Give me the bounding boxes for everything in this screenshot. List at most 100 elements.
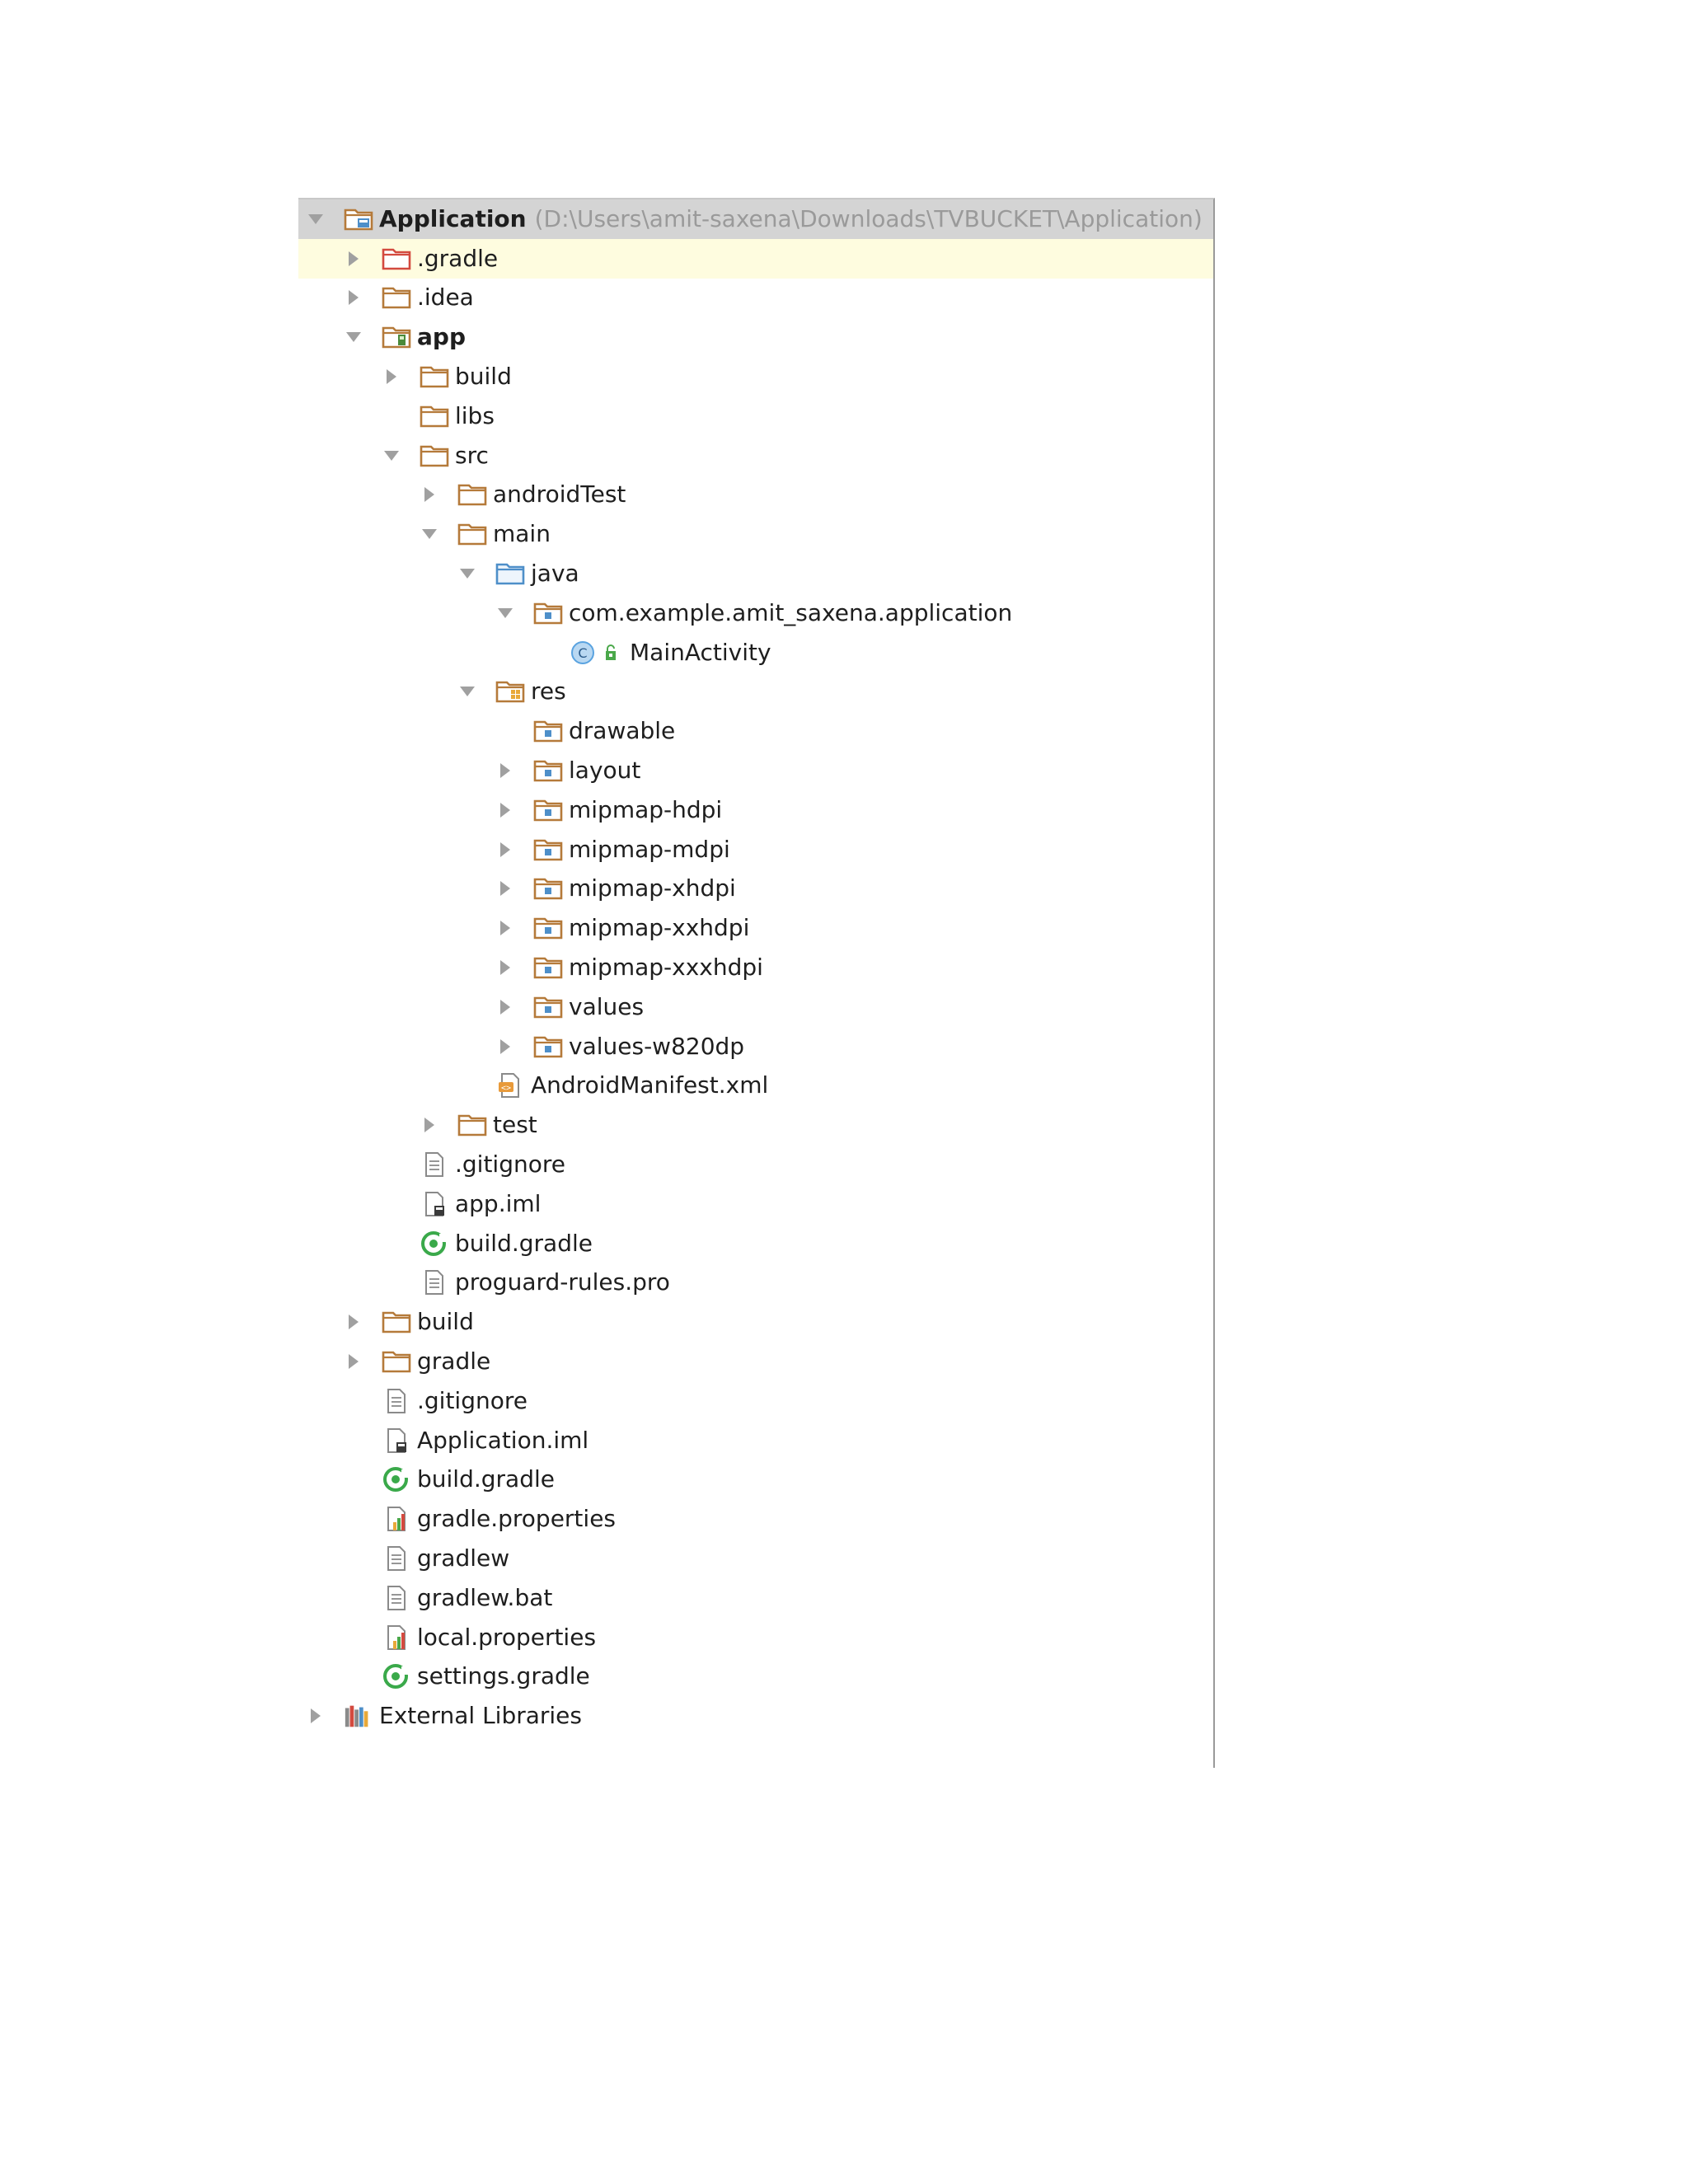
collapse-arrow-icon[interactable] xyxy=(419,1114,440,1136)
tree-node[interactable]: External Libraries xyxy=(298,1696,1213,1736)
collapse-arrow-icon[interactable] xyxy=(343,1311,364,1333)
folder-icon xyxy=(419,442,450,470)
tree-node-label: mipmap-hdpi xyxy=(569,795,723,823)
tree-node-label: build xyxy=(455,363,512,391)
tree-node[interactable]: com.example.amit_saxena.application xyxy=(298,593,1213,633)
tree-node[interactable]: Application(D:\Users\amit-saxena\Downloa… xyxy=(298,199,1213,239)
tree-node[interactable]: src xyxy=(298,436,1213,476)
properties-file-icon xyxy=(381,1624,412,1652)
package-icon xyxy=(532,717,564,745)
tree-node[interactable]: build xyxy=(298,357,1213,396)
arrow-spacer xyxy=(381,405,402,427)
folder-icon xyxy=(457,480,488,509)
tree-node[interactable]: libs xyxy=(298,396,1213,436)
tree-node[interactable]: main xyxy=(298,514,1213,554)
tree-node[interactable]: .idea xyxy=(298,279,1213,318)
tree-node-label: gradlew xyxy=(417,1544,510,1572)
tree-node[interactable]: app.iml xyxy=(298,1184,1213,1224)
collapse-arrow-icon[interactable] xyxy=(381,366,402,387)
expand-arrow-icon[interactable] xyxy=(457,681,478,702)
collapse-arrow-icon[interactable] xyxy=(495,917,516,939)
tree-node[interactable]: settings.gradle xyxy=(298,1657,1213,1696)
collapse-arrow-icon[interactable] xyxy=(343,287,364,308)
tree-node[interactable]: gradlew.bat xyxy=(298,1578,1213,1618)
tree-node[interactable]: mipmap-xxxhdpi xyxy=(298,948,1213,987)
tree-node-label: test xyxy=(493,1111,537,1139)
tree-node[interactable]: res xyxy=(298,673,1213,712)
tree-node[interactable]: gradle xyxy=(298,1342,1213,1381)
resource-folder-icon xyxy=(495,677,526,705)
tree-node-label: libs xyxy=(455,401,495,429)
package-icon xyxy=(532,796,564,824)
tree-node-label: AndroidManifest.xml xyxy=(531,1071,769,1099)
tree-node[interactable]: drawable xyxy=(298,711,1213,751)
project-tool-window: Application(D:\Users\amit-saxena\Downloa… xyxy=(298,198,1215,1768)
tree-node[interactable]: build xyxy=(298,1302,1213,1342)
tree-node-label: mipmap-xxhdpi xyxy=(569,914,750,942)
tree-node[interactable]: gradlew xyxy=(298,1539,1213,1578)
tree-node-label: build xyxy=(417,1308,474,1336)
tree-node[interactable]: mipmap-hdpi xyxy=(298,790,1213,830)
expand-arrow-icon[interactable] xyxy=(305,209,326,230)
tree-node[interactable]: .gitignore xyxy=(298,1381,1213,1421)
folder-icon xyxy=(419,363,450,391)
expand-arrow-icon[interactable] xyxy=(381,445,402,466)
tree-node-label: Application.iml xyxy=(417,1426,589,1454)
tree-node-label: External Libraries xyxy=(379,1702,582,1730)
tree-node[interactable]: mipmap-mdpi xyxy=(298,830,1213,869)
tree-node-label: androidTest xyxy=(493,480,626,509)
tree-node-label: com.example.amit_saxena.application xyxy=(569,598,1013,626)
tree-node[interactable]: app xyxy=(298,317,1213,357)
tree-node-label: .gitignore xyxy=(455,1151,565,1179)
package-icon xyxy=(532,954,564,982)
arrow-spacer xyxy=(381,1154,402,1175)
tree-node[interactable]: gradle.properties xyxy=(298,1499,1213,1539)
collapse-arrow-icon[interactable] xyxy=(495,878,516,899)
collapse-arrow-icon[interactable] xyxy=(495,1036,516,1057)
tree-node[interactable]: mipmap-xxhdpi xyxy=(298,908,1213,948)
tree-node[interactable]: values-w820dp xyxy=(298,1027,1213,1066)
tree-node-label: java xyxy=(531,560,579,588)
tree-node[interactable]: values xyxy=(298,987,1213,1027)
tree-node[interactable]: java xyxy=(298,554,1213,593)
collapse-arrow-icon[interactable] xyxy=(495,799,516,821)
tree-node[interactable]: .gitignore xyxy=(298,1145,1213,1184)
expand-arrow-icon[interactable] xyxy=(457,563,478,584)
tree-node[interactable]: proguard-rules.pro xyxy=(298,1263,1213,1303)
svg-text:C: C xyxy=(578,645,587,661)
tree-node[interactable]: androidTest xyxy=(298,476,1213,515)
expand-arrow-icon[interactable] xyxy=(495,602,516,624)
expand-arrow-icon[interactable] xyxy=(343,326,364,348)
package-icon xyxy=(532,993,564,1021)
expand-arrow-icon[interactable] xyxy=(419,523,440,545)
collapse-arrow-icon[interactable] xyxy=(495,839,516,860)
text-file-icon xyxy=(381,1544,412,1572)
tree-node[interactable]: layout xyxy=(298,751,1213,790)
tree-node[interactable]: mipmap-xhdpi xyxy=(298,869,1213,909)
tree-node[interactable]: build.gradle xyxy=(298,1460,1213,1500)
tree-node[interactable]: Application.iml xyxy=(298,1421,1213,1460)
tree-node-label: mipmap-xhdpi xyxy=(569,874,736,902)
tree-node[interactable]: .gradle xyxy=(298,238,1213,279)
tree-node-label: MainActivity xyxy=(630,638,771,666)
collapse-arrow-icon[interactable] xyxy=(305,1705,326,1727)
collapse-arrow-icon[interactable] xyxy=(343,248,364,269)
tree-node[interactable]: C MainActivity xyxy=(298,633,1213,673)
collapse-arrow-icon[interactable] xyxy=(419,484,440,505)
project-folder-icon xyxy=(343,205,374,233)
properties-file-icon xyxy=(381,1505,412,1533)
tree-node[interactable]: local.properties xyxy=(298,1618,1213,1657)
package-icon xyxy=(532,1033,564,1061)
source-folder-icon xyxy=(495,560,526,588)
folder-icon xyxy=(381,284,412,312)
tree-node[interactable]: <>AndroidManifest.xml xyxy=(298,1066,1213,1106)
tree-node[interactable]: test xyxy=(298,1105,1213,1145)
tree-node[interactable]: build.gradle xyxy=(298,1224,1213,1263)
collapse-arrow-icon[interactable] xyxy=(343,1351,364,1372)
tree-node-label: gradle.properties xyxy=(417,1505,617,1533)
collapse-arrow-icon[interactable] xyxy=(495,996,516,1018)
collapse-arrow-icon[interactable] xyxy=(495,760,516,781)
arrow-spacer xyxy=(343,1587,364,1609)
tree-node-label: app.iml xyxy=(455,1189,542,1217)
collapse-arrow-icon[interactable] xyxy=(495,957,516,978)
